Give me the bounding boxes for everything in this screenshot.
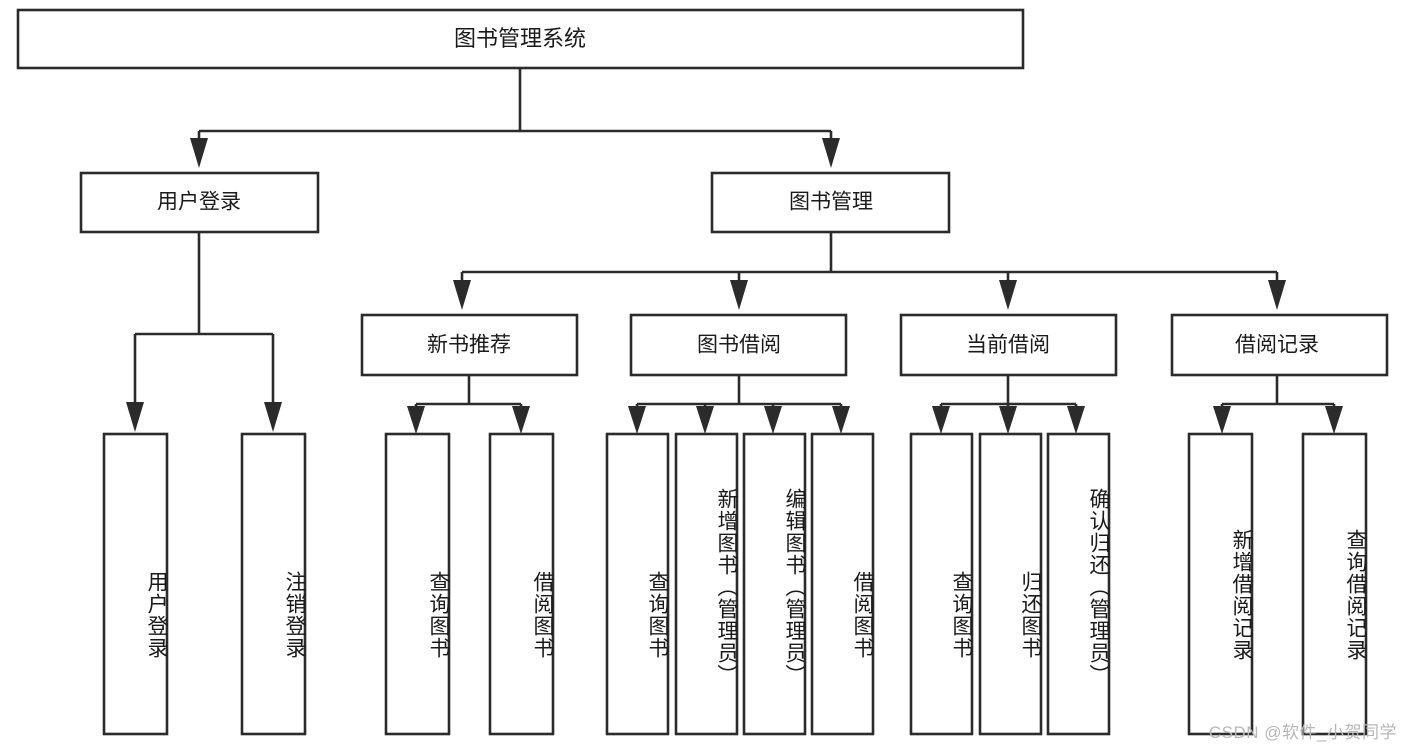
node-new-book-recommend-box[interactable] <box>360 313 579 377</box>
node-book-manage-box[interactable] <box>710 171 951 234</box>
node-leaf-query-book-3-box[interactable] <box>909 432 974 736</box>
node-leaf-return-book-box[interactable] <box>978 432 1043 736</box>
node-leaf-edit-book-box[interactable] <box>742 432 807 736</box>
node-new-book-recommend-label: 新书推荐 <box>427 334 511 357</box>
csdn-watermark: CSDN @软件_小贺同学 <box>1208 723 1397 742</box>
arrow-head-icon <box>764 406 782 434</box>
connector-bookmanage-to-level3 <box>453 232 1286 310</box>
node-root-box[interactable] <box>16 8 1025 70</box>
arrow-head-icon <box>512 406 530 434</box>
node-leaf-borrow-book-2-box[interactable] <box>810 432 875 736</box>
node-leaf-user-login-box[interactable] <box>102 432 169 736</box>
node-user-login-label: 用户登录 <box>157 191 241 214</box>
node-current-borrow-label: 当前借阅 <box>966 334 1050 357</box>
node-leaf-query-record-box[interactable] <box>1301 432 1368 736</box>
node-borrow-record-box[interactable] <box>1170 313 1389 377</box>
arrow-head-icon <box>1067 406 1085 434</box>
arrow-head-icon <box>730 280 748 310</box>
arrow-head-icon <box>999 280 1017 310</box>
node-current-borrow-box[interactable] <box>899 313 1118 377</box>
arrow-head-icon <box>190 138 208 168</box>
node-user-login-box[interactable] <box>79 171 320 234</box>
arrow-head-icon <box>453 280 471 310</box>
arrow-head-icon <box>264 402 282 432</box>
connector-newbook-to-leaves <box>407 375 530 434</box>
connector-root-to-level2 <box>190 68 840 168</box>
node-borrow-record[interactable]: 借阅记录 <box>1170 313 1389 377</box>
node-book-borrow-box[interactable] <box>629 313 848 377</box>
node-leaf-borrow-book-1-box[interactable] <box>488 432 555 736</box>
arrow-head-icon <box>1268 280 1286 310</box>
connector-currentborrow-to-leaves <box>932 375 1085 434</box>
arrow-head-icon <box>628 406 646 434</box>
node-leaf-query-book-2-box[interactable] <box>605 432 670 736</box>
arrow-head-icon <box>1325 406 1343 434</box>
node-book-manage-label: 图书管理 <box>789 191 873 214</box>
arrow-head-icon <box>822 138 840 168</box>
arrow-head-icon <box>407 406 425 434</box>
arrow-head-icon <box>126 402 144 432</box>
arrow-head-icon <box>932 406 950 434</box>
node-leaf-confirm-return-box[interactable] <box>1046 432 1111 736</box>
node-root-label: 图书管理系统 <box>454 26 586 51</box>
node-root[interactable]: 图书管理系统 <box>16 8 1025 70</box>
node-user-login[interactable]: 用户登录 <box>79 171 320 234</box>
node-new-book-recommend[interactable]: 新书推荐 <box>360 313 579 377</box>
node-book-borrow-label: 图书借阅 <box>697 334 781 357</box>
arrow-head-icon <box>999 406 1017 434</box>
node-borrow-record-label: 借阅记录 <box>1235 334 1319 357</box>
connector-bookborrow-to-leaves <box>628 375 850 434</box>
node-leaf-add-record-box[interactable] <box>1187 432 1254 736</box>
node-book-manage[interactable]: 图书管理 <box>710 171 951 234</box>
node-leaf-query-book-1-box[interactable] <box>384 432 451 736</box>
connector-borrowrecord-to-leaves <box>1213 375 1343 434</box>
arrow-head-icon <box>832 406 850 434</box>
node-leaf-logout-login-box[interactable] <box>240 432 307 736</box>
node-leaf-add-book-box[interactable] <box>674 432 739 736</box>
node-current-borrow[interactable]: 当前借阅 <box>899 313 1118 377</box>
arrow-head-icon <box>1213 406 1231 434</box>
connector-userlogin-to-leaves <box>126 232 282 432</box>
arrow-head-icon <box>696 406 714 434</box>
node-book-borrow[interactable]: 图书借阅 <box>629 313 848 377</box>
